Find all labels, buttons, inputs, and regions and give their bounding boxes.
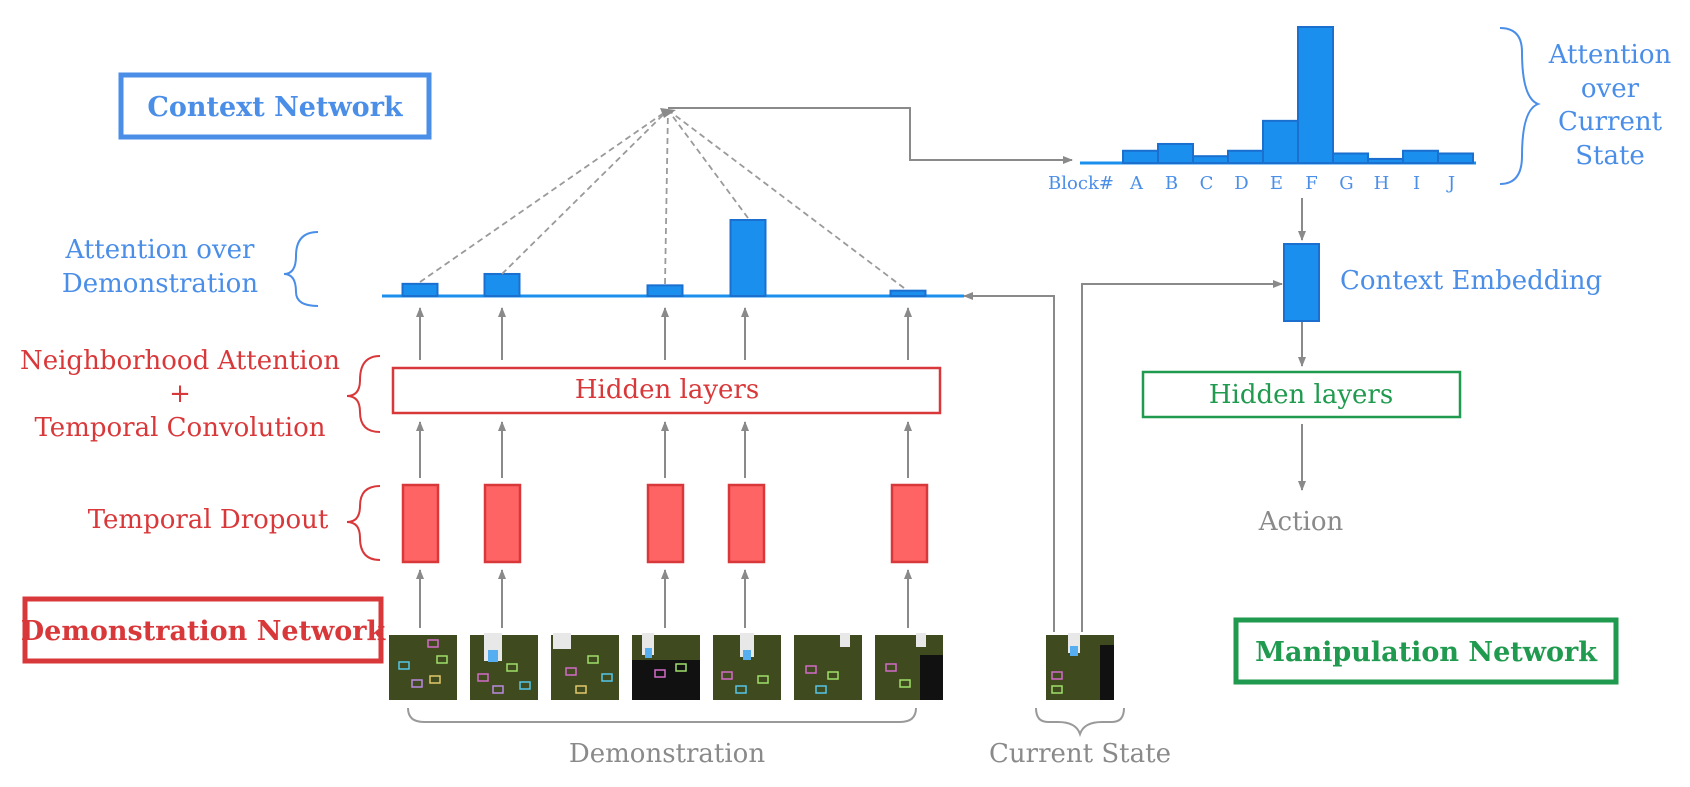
neighborhood-brace	[346, 355, 381, 433]
dropout-block-3	[646, 483, 685, 564]
dashed-line-2	[501, 109, 669, 275]
block-tick-E: E	[1270, 173, 1283, 194]
block-bar-C	[1192, 155, 1229, 164]
demo-stack-arrows	[416, 307, 912, 628]
demo-attention-bar-3	[646, 284, 684, 297]
block-tick-G: G	[1339, 173, 1353, 194]
attention-demo-label-1: Attention over	[65, 235, 256, 265]
block-tick-B: B	[1165, 173, 1178, 194]
demonstration-caption: Demonstration	[569, 739, 765, 769]
dropout-block-5	[890, 483, 929, 564]
context-network-box	[118, 72, 432, 140]
block-bar-A	[1122, 149, 1159, 164]
attention-state-label-3: Current	[1558, 107, 1663, 137]
hidden-layers-manip-label: Hidden layers	[1209, 380, 1393, 410]
context-network-title: Context Network	[147, 92, 404, 123]
dashed-line-1	[419, 109, 669, 283]
block-bar-H	[1367, 157, 1404, 164]
demo-attention-bars	[401, 219, 927, 297]
current-state-caption: Current State	[989, 739, 1171, 769]
current-state-frame	[1046, 633, 1114, 700]
hidden-layers-demo-box	[391, 366, 942, 415]
demo-attention-bar-5	[889, 289, 927, 297]
current-state-brace	[1035, 707, 1125, 738]
attention-state-label-1: Attention	[1548, 40, 1672, 70]
neighborhood-label-1: Neighborhood Attention	[20, 346, 340, 376]
block-bar-E	[1262, 119, 1299, 164]
block-tick-D: D	[1234, 173, 1248, 194]
demo-attention-bar-1	[401, 282, 439, 297]
current-state-to-attention-arrow	[963, 292, 1055, 632]
attention-state-brace	[1499, 27, 1541, 185]
demo-frame-1	[389, 635, 457, 700]
demo-frame-5	[713, 633, 781, 700]
block-tick-H: H	[1374, 173, 1390, 194]
context-embedding-label: Context Embedding	[1340, 266, 1602, 296]
attention-state-label-4: State	[1575, 141, 1645, 171]
dropout-block-4	[727, 483, 766, 564]
hidden-layers-demo-label: Hidden layers	[575, 375, 759, 405]
block-prefix-label: Block#	[1048, 173, 1114, 194]
block-tick-I: I	[1413, 173, 1420, 194]
temporal-dropout-brace	[346, 485, 381, 561]
dashed-line-5	[667, 109, 905, 289]
demonstration-frames	[389, 633, 943, 700]
block-tick-A: A	[1129, 173, 1144, 194]
block-bar-J	[1437, 152, 1474, 164]
block-bar-D	[1227, 149, 1264, 164]
block-tick-J: J	[1446, 173, 1455, 194]
dropout-block-2	[483, 483, 522, 564]
block-tick-F: F	[1305, 173, 1318, 194]
attention-state-label-2: over	[1581, 74, 1640, 104]
block-attention-bars	[1122, 26, 1474, 165]
manipulation-network-title: Manipulation Network	[1255, 637, 1598, 668]
demonstration-brace	[407, 707, 917, 723]
demo-frame-3	[551, 633, 619, 700]
temporal-dropout-label: Temporal Dropout	[88, 505, 329, 535]
demo-frame-2	[470, 633, 538, 700]
dropout-block-1	[401, 483, 440, 564]
demo-attention-bar-4	[729, 219, 767, 297]
context-embedding-block	[1283, 243, 1320, 322]
attention-demo-label-2: Demonstration	[62, 269, 258, 299]
demonstration-network-title: Demonstration Network	[21, 616, 387, 647]
attention-demo-brace	[283, 231, 319, 307]
manipulation-network-box	[1233, 617, 1619, 685]
demonstration-network-box	[22, 596, 384, 664]
current-state-to-embedding-arrow	[1081, 280, 1283, 632]
block-bar-G	[1332, 152, 1369, 164]
demo-frame-6	[794, 633, 862, 700]
dashed-line-4	[667, 109, 749, 219]
neighborhood-label-plus: +	[169, 379, 191, 409]
block-bar-B	[1157, 142, 1194, 165]
block-tick-C: C	[1200, 173, 1214, 194]
hidden-layers-manip-box	[1141, 370, 1462, 419]
attention-dashed-lines	[419, 109, 905, 289]
apex-arrowhead	[660, 108, 676, 118]
block-bar-F	[1297, 26, 1334, 164]
action-label: Action	[1258, 507, 1344, 537]
block-bar-I	[1402, 149, 1439, 164]
dropout-blocks	[401, 483, 929, 564]
neighborhood-label-2: Temporal Convolution	[34, 413, 325, 443]
demo-frame-4	[632, 633, 700, 700]
demo-attention-bar-2	[483, 272, 521, 297]
apex-to-block-arrow	[668, 107, 1073, 164]
demo-frame-7	[875, 633, 943, 700]
dashed-line-3	[664, 109, 669, 285]
